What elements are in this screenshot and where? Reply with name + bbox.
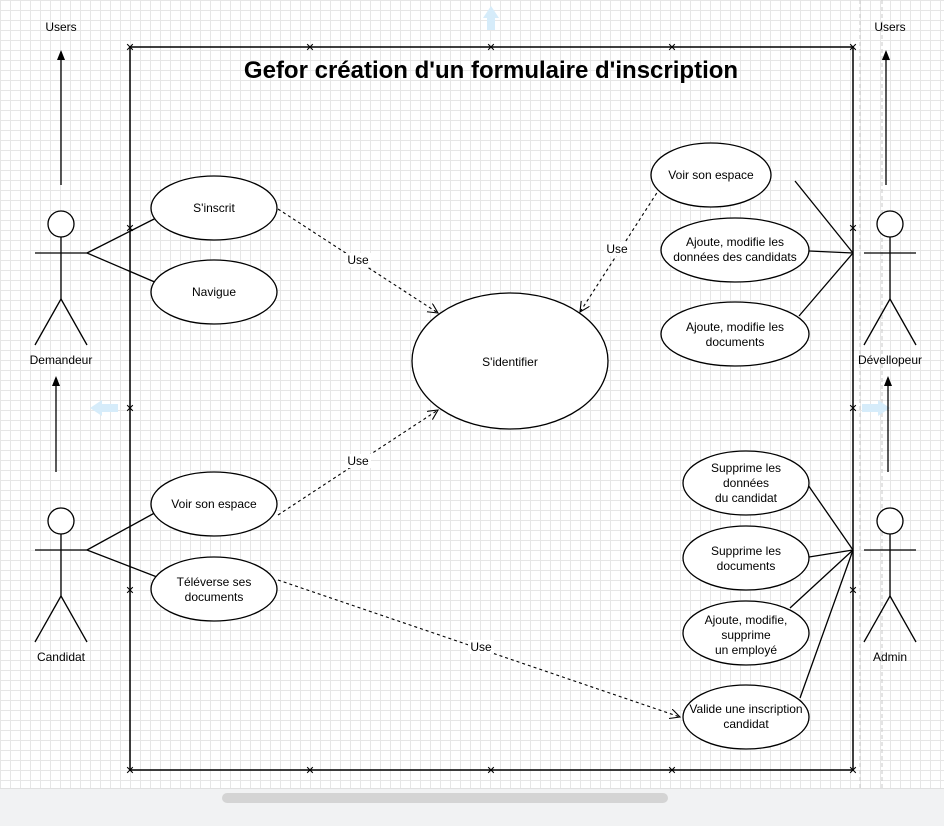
svg-text:✕: ✕	[125, 765, 134, 777]
use-case-diagram: Gefor création d'un formulaire d'inscrip…	[30, 0, 922, 788]
association-lines	[86, 180, 854, 699]
svg-text:✕: ✕	[848, 223, 857, 235]
svg-text:supprime: supprime	[721, 628, 771, 642]
resize-arrows[interactable]	[90, 6, 890, 416]
use-label: Use	[347, 454, 369, 468]
diagram-canvas[interactable]: Gefor création d'un formulaire d'inscrip…	[0, 0, 944, 788]
actor-demandeur[interactable]	[34, 210, 88, 346]
actor-demandeur-label: Demandeur	[30, 353, 93, 367]
svg-text:documents: documents	[717, 559, 776, 573]
actor-candidat[interactable]	[34, 507, 88, 643]
svg-text:✕: ✕	[848, 42, 857, 54]
usecase-supprime-documents[interactable]: Supprime les documents	[682, 525, 810, 591]
resize-up-arrow-icon	[483, 6, 499, 30]
resize-left-arrow-icon	[90, 400, 118, 416]
svg-text:✕: ✕	[848, 585, 857, 597]
svg-text:✕: ✕	[125, 42, 134, 54]
svg-text:✕: ✕	[125, 585, 134, 597]
svg-text:Voir son espace: Voir son espace	[668, 168, 754, 182]
svg-text:données: données	[723, 476, 769, 490]
usecase-televerse[interactable]: Téléverse ses documents	[150, 556, 278, 622]
diagram-title: Gefor création d'un formulaire d'inscrip…	[244, 57, 738, 84]
actor-developpeur[interactable]	[863, 210, 917, 346]
svg-text:Navigue: Navigue	[192, 285, 236, 299]
svg-text:Ajoute, modifie,: Ajoute, modifie,	[705, 613, 788, 627]
use-label: Use	[347, 253, 369, 267]
svg-text:✕: ✕	[486, 42, 495, 54]
dependency-lines	[277, 187, 680, 717]
use-label: Use	[470, 640, 492, 654]
dependency-labels: Use Use Use Use	[345, 242, 630, 654]
svg-text:✕: ✕	[486, 765, 495, 777]
usecase-ajoute-employe[interactable]: Ajoute, modifie, supprime un employé	[682, 600, 810, 666]
actor-admin-label: Admin	[873, 650, 907, 664]
svg-text:✕: ✕	[305, 765, 314, 777]
use-label: Use	[606, 242, 628, 256]
actor-developpeur-label: Dévellopeur	[858, 353, 922, 367]
svg-text:✕: ✕	[305, 42, 314, 54]
usecase-valide-inscription[interactable]: Valide une inscription candidat	[682, 684, 810, 750]
svg-text:✕: ✕	[125, 403, 134, 415]
svg-text:du candidat: du candidat	[715, 491, 778, 505]
svg-text:Supprime les: Supprime les	[711, 461, 781, 475]
svg-text:documents: documents	[185, 590, 244, 604]
usecase-ajoute-donnees[interactable]: Ajoute, modifie les données des candidat…	[660, 217, 810, 283]
usecase-ajoute-documents[interactable]: Ajoute, modifie les documents	[660, 301, 810, 367]
svg-text:Ajoute, modifie les: Ajoute, modifie les	[686, 320, 784, 334]
bottom-bar	[0, 788, 944, 826]
system-boundary[interactable]	[129, 46, 854, 771]
svg-text:Téléverse ses: Téléverse ses	[177, 575, 252, 589]
generalization-arrows	[52, 50, 892, 472]
usecase-sidentifier[interactable]: S'identifier	[411, 292, 609, 430]
svg-text:Voir son espace: Voir son espace	[171, 497, 257, 511]
svg-text:✕: ✕	[667, 765, 676, 777]
svg-text:documents: documents	[706, 335, 765, 349]
svg-text:✕: ✕	[667, 42, 676, 54]
users-label-right: Users	[874, 20, 905, 34]
svg-text:S'inscrit: S'inscrit	[193, 201, 235, 215]
svg-text:un employé: un employé	[715, 643, 777, 657]
horizontal-scrollbar[interactable]	[222, 793, 668, 803]
svg-text:✕: ✕	[848, 403, 857, 415]
svg-text:Supprime les: Supprime les	[711, 544, 781, 558]
svg-text:données des candidats: données des candidats	[673, 250, 796, 264]
svg-text:candidat: candidat	[723, 717, 769, 731]
actor-admin[interactable]	[863, 507, 917, 643]
usecase-navigue[interactable]: Navigue	[150, 259, 278, 325]
usecase-voir-espace-cand[interactable]: Voir son espace	[150, 471, 278, 537]
svg-text:✕: ✕	[848, 765, 857, 777]
usecase-sinscrit[interactable]: S'inscrit	[150, 175, 278, 241]
usecase-supprime-donnees[interactable]: Supprime les données du candidat	[682, 450, 810, 516]
svg-text:Ajoute, modifie les: Ajoute, modifie les	[686, 235, 784, 249]
selection-handles[interactable]: ✕ ✕ ✕ ✕ ✕ ✕ ✕ ✕ ✕ ✕ ✕ ✕ ✕ ✕ ✕ ✕	[125, 42, 857, 777]
usecase-voir-espace-dev[interactable]: Voir son espace	[650, 142, 772, 208]
actor-candidat-label: Candidat	[37, 650, 86, 664]
svg-text:S'identifier: S'identifier	[482, 355, 538, 369]
resize-right-arrow-icon	[862, 400, 890, 416]
svg-text:✕: ✕	[125, 223, 134, 235]
users-label-left: Users	[45, 20, 76, 34]
svg-text:Valide une inscription: Valide une inscription	[689, 702, 802, 716]
